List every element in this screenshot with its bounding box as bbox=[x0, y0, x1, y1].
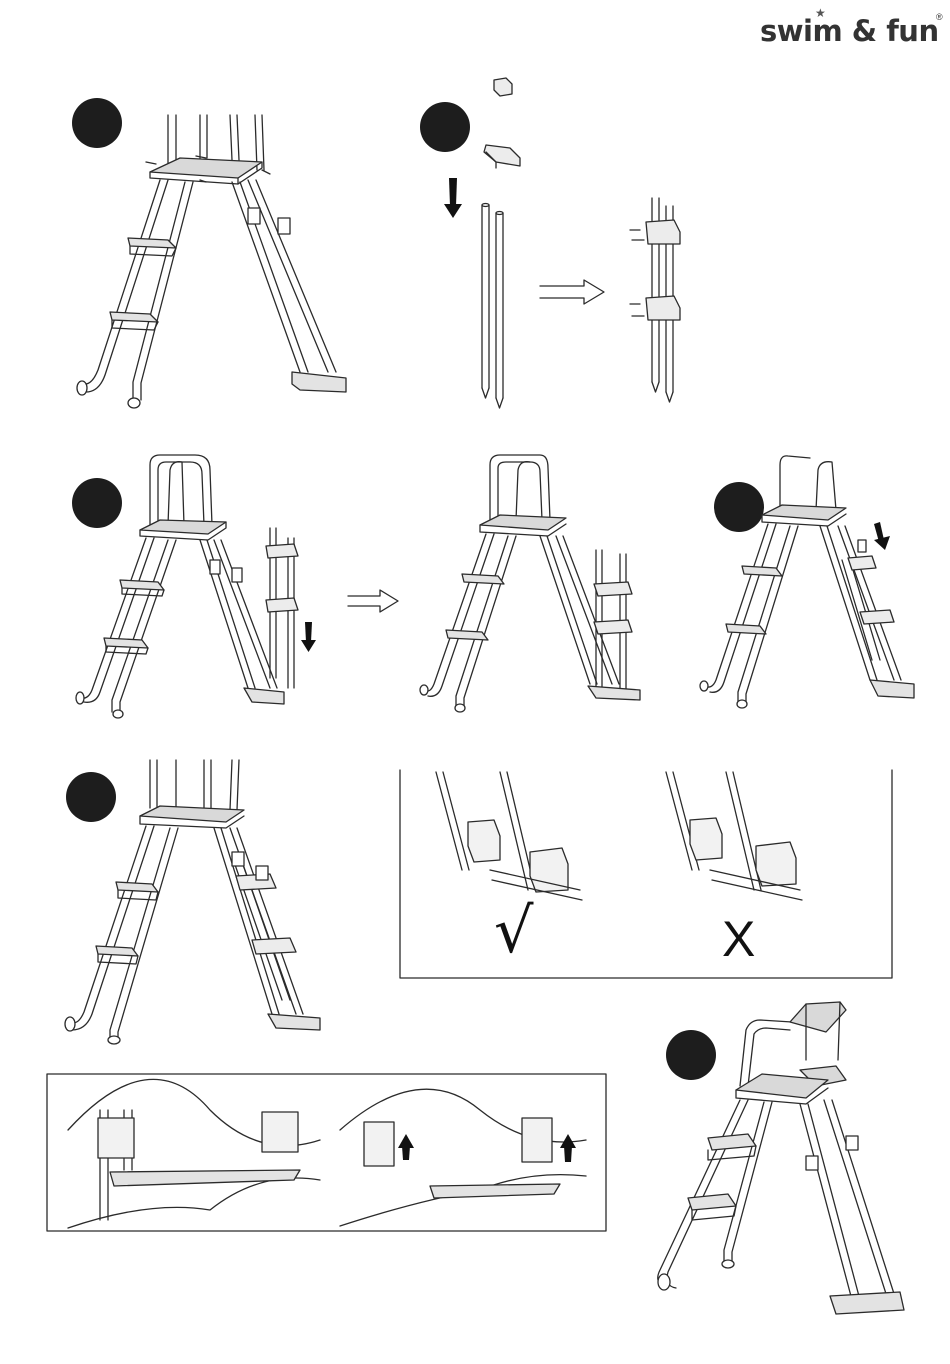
correct-check-mark: √ bbox=[494, 900, 534, 962]
step-4-illustration bbox=[700, 456, 914, 708]
check-panel-frame bbox=[400, 770, 892, 978]
step-3-illustration bbox=[76, 455, 640, 718]
detail-left bbox=[68, 1079, 320, 1228]
wrong-x-mark: X bbox=[722, 914, 755, 964]
step-6-illustration bbox=[658, 1002, 904, 1314]
wrong-detail bbox=[666, 772, 802, 900]
step-5-illustration bbox=[65, 760, 320, 1044]
step-2-illustration bbox=[444, 78, 680, 408]
step-1-ladder-illustration bbox=[77, 115, 346, 408]
correct-detail bbox=[436, 772, 582, 900]
detail-right bbox=[340, 1089, 586, 1226]
